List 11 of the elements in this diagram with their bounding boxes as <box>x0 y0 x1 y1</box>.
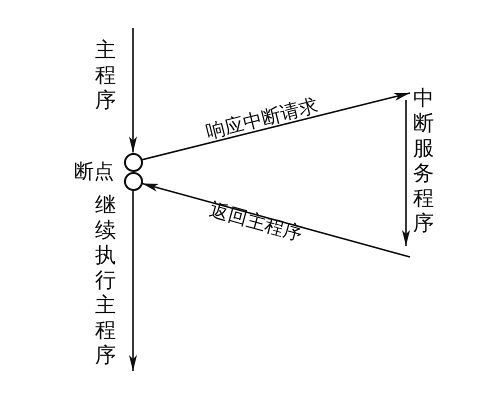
breakpoint-label: 断点 <box>74 160 114 182</box>
arrow <box>142 182 410 258</box>
arrow <box>129 190 137 371</box>
flow-label: 继续执行主程序 <box>94 193 117 368</box>
flow-label: 主程序 <box>94 38 117 113</box>
breakpoint-circle <box>124 172 142 190</box>
routine-label: 中断服务程序 <box>410 86 438 260</box>
breakpoint-circle <box>124 152 142 172</box>
arrow <box>129 28 137 152</box>
arrow <box>142 92 410 160</box>
edge-label: 响应中断请求 <box>204 94 320 144</box>
